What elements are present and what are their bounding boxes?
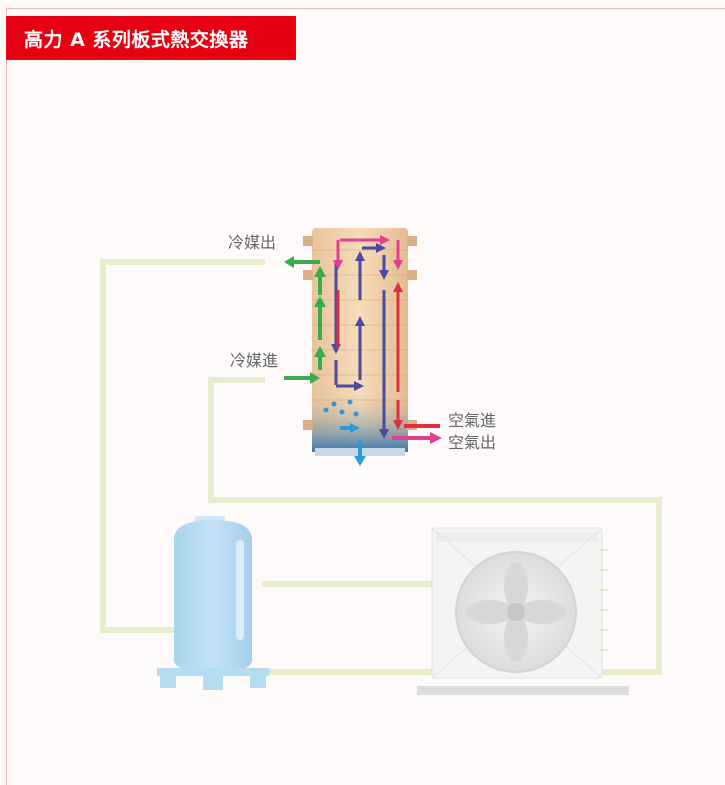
receiver-tank [157,516,269,690]
label-air-out: 空氣出 [448,433,496,452]
condensing-unit [417,527,629,695]
air-flow-arrows [333,235,442,444]
refrigerant-flow-arrows [284,256,326,384]
title-banner: 高力 A 系列板式熱交換器 [6,16,296,60]
page-title: 高力 A 系列板式熱交換器 [24,28,249,51]
pipe-refrigerant-in [208,377,662,675]
label-refrigerant-in: 冷媒進 [230,351,278,370]
label-refrigerant-out: 冷媒出 [228,233,276,252]
label-air-in: 空氣進 [448,411,496,430]
pipe-refrigerant-out [100,259,265,633]
refrigerant-piping [100,259,662,675]
water-drain [323,399,366,466]
page-frame [6,8,725,785]
fan-icon [466,562,566,662]
internal-flow-arrows [331,243,389,439]
